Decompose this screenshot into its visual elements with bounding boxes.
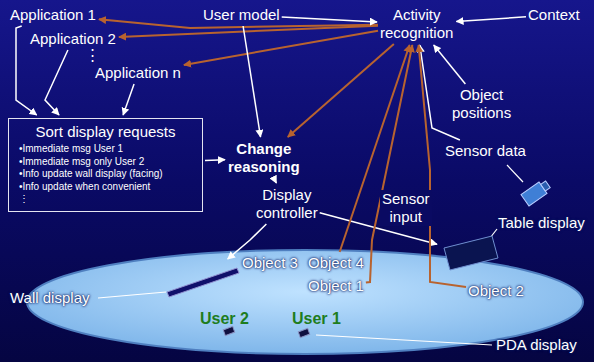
node-text: Sort display requests bbox=[15, 122, 196, 141]
camera-sensor-icon bbox=[521, 179, 552, 207]
display-label: Wall display bbox=[10, 289, 89, 307]
flow-arrow bbox=[123, 84, 134, 115]
shape-outline bbox=[165, 262, 241, 298]
list-item: •Immediate msg User 1 bbox=[15, 143, 196, 156]
flow-arrow bbox=[456, 17, 526, 22]
object-label: Object 2 bbox=[468, 282, 524, 300]
flow-arrow bbox=[228, 224, 267, 259]
table-display-screen bbox=[444, 236, 498, 270]
application-label: Application n bbox=[95, 64, 181, 82]
object-label: Object 4 bbox=[308, 254, 364, 272]
pda-display: PDA display bbox=[296, 328, 312, 338]
sensor-input-label: Sensor input bbox=[380, 190, 432, 226]
model-label: User model bbox=[203, 6, 280, 24]
wall-display: Wall display bbox=[165, 262, 241, 298]
user-label: User 2 bbox=[200, 310, 249, 328]
flow-arrow bbox=[366, 45, 412, 282]
object-label: Object 1 bbox=[308, 277, 364, 295]
application-label: Application 2 bbox=[30, 30, 116, 48]
user-label: User 1 bbox=[292, 310, 341, 328]
node-text: Change reasoning bbox=[228, 140, 300, 176]
node-text: Object 4 bbox=[308, 254, 364, 272]
sensor-leader bbox=[507, 165, 523, 182]
shape-outline bbox=[296, 328, 312, 338]
input-label: Object positions bbox=[452, 86, 511, 122]
flow-arrow bbox=[434, 45, 466, 84]
node-text: Display controller bbox=[256, 186, 318, 222]
node-text: User model bbox=[203, 6, 280, 24]
input-label: Sensor data bbox=[445, 142, 526, 160]
object-label: Object 3 bbox=[242, 254, 298, 272]
list-item: ⋮ bbox=[15, 193, 196, 206]
node-text: Sensor data bbox=[445, 142, 526, 160]
flow-arrow bbox=[184, 31, 378, 65]
leader-line bbox=[98, 292, 166, 298]
table-surface bbox=[27, 250, 583, 354]
node-text: Application 2 bbox=[30, 30, 116, 48]
application-label: Application 1 bbox=[10, 6, 96, 24]
process-label: Display controller bbox=[256, 186, 318, 222]
node-text: Object positions bbox=[452, 86, 511, 122]
flow-arrow bbox=[119, 26, 378, 37]
list-item: •Immediate msg only User 2 bbox=[15, 156, 196, 169]
node-text: Object 1 bbox=[308, 277, 364, 295]
node-text: Application 1 bbox=[10, 6, 96, 24]
input-label: Context bbox=[528, 6, 580, 24]
flow-arrow bbox=[243, 26, 260, 137]
display-label: Table display bbox=[498, 214, 585, 232]
display-label: PDA display bbox=[496, 336, 577, 354]
pda-device bbox=[223, 326, 234, 335]
wall-display-bar bbox=[167, 268, 239, 297]
table-display: Table display bbox=[440, 234, 500, 272]
flow-arrow bbox=[274, 178, 277, 183]
node-text: Activity recognition bbox=[380, 6, 453, 42]
process-label: Change reasoning bbox=[228, 140, 300, 176]
flow-arrow bbox=[45, 50, 68, 115]
list-item: •Info update wall display (facing) bbox=[15, 168, 196, 181]
flow-arrow bbox=[205, 159, 225, 161]
flow-arrow bbox=[288, 44, 394, 137]
flow-arrow bbox=[282, 17, 377, 22]
node-text: Application n bbox=[95, 64, 181, 82]
process-label: Activity recognition bbox=[380, 6, 453, 42]
list-item: •Info update when convenient bbox=[15, 181, 196, 194]
process-box: Sort display requests •Immediate msg User… bbox=[8, 118, 203, 212]
leader-line bbox=[316, 335, 492, 345]
node-text: Object 3 bbox=[242, 254, 298, 272]
node-text: Object 2 bbox=[468, 282, 524, 300]
shape-outline bbox=[440, 234, 500, 272]
pda-device bbox=[298, 328, 309, 337]
ellipsis-mark: ⋮ bbox=[85, 46, 100, 64]
node-text: Context bbox=[528, 6, 580, 24]
